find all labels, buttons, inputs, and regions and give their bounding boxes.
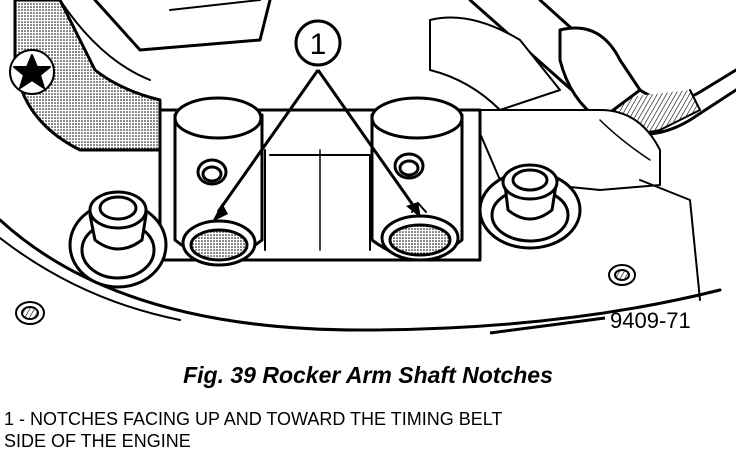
arrow-left-notch — [216, 69, 320, 213]
arrow-right-notch — [316, 69, 417, 209]
left-bolt — [68, 190, 168, 289]
left-shaft-pedestal — [173, 96, 264, 267]
figure-caption-title: Fig. 39 Rocker Arm Shaft Notches — [183, 362, 553, 388]
engine-illustration: 1 9409-71 — [0, 0, 736, 335]
star-emblem — [9, 49, 55, 95]
callout-1: 1 — [212, 19, 421, 222]
right-shaft-pedestal — [370, 96, 464, 262]
threaded-hole-left — [15, 301, 45, 325]
figure-caption-note: 1 - NOTCHES FACING UP AND TOWARD THE TIM… — [4, 408, 704, 452]
callout-number: 1 — [310, 28, 327, 61]
caption-note-line-1: 1 - NOTCHES FACING UP AND TOWARD THE TIM… — [4, 409, 503, 429]
caption-note-line-2: SIDE OF THE ENGINE — [4, 431, 191, 451]
threaded-hole-right — [608, 264, 636, 286]
figure-code: 9409-71 — [610, 308, 691, 333]
right-bolt — [478, 163, 582, 250]
